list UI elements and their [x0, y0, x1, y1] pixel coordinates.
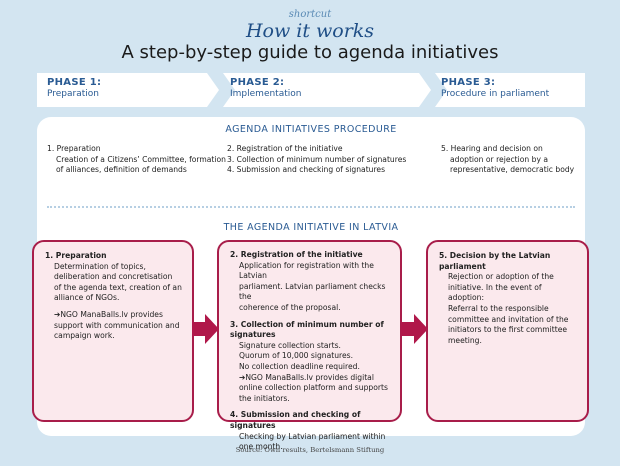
card-2-section-2-title: 3. Collection of minimum number of signa… — [230, 319, 384, 340]
card-1-line: campaign work. — [54, 331, 115, 341]
procedure-col-2-line-3: 4. Submission and checking of signatures — [227, 165, 386, 175]
card-1-line: of the agenda text, creation of an — [54, 282, 182, 292]
procedure-col-3-line-1: 5. Hearing and decision on — [441, 144, 543, 153]
card-3-line: committee and invitation of the — [448, 314, 569, 324]
card-3-line: initiative. In the event of adoption: — [448, 282, 542, 303]
card-2-line: parliament. Latvian parliament checks th… — [239, 281, 386, 302]
dotted-divider — [47, 206, 575, 208]
phase-3-sub: Procedure in parliament — [441, 89, 550, 99]
procedure-col-3-line-3: representative, democratic body — [450, 165, 575, 175]
source-note: Source: Own results, Bertelsmann Stiftun… — [235, 446, 385, 454]
arrow-right-icon — [401, 314, 428, 344]
phase-1: PHASE 1: Preparation — [47, 77, 101, 99]
card-1-line: Determination of topics, — [54, 261, 146, 271]
procedure-col-3-line-2: adoption or rejection by a — [450, 154, 549, 164]
phase-2-chevron — [223, 73, 431, 107]
phase-1-chevron — [37, 73, 219, 107]
phase-bar: PHASE 1: Preparation PHASE 2: Implementa… — [37, 73, 585, 107]
card-1-title: 1. Preparation — [45, 251, 107, 260]
phase-2-sub: Implementation — [230, 89, 302, 99]
card-1-line: support with communication and — [54, 320, 180, 330]
procedure-col-2: 2. Registration of the initiative 3. Col… — [227, 144, 406, 176]
card-3-line: initiators to the first committee — [448, 325, 568, 335]
procedure-heading: AGENDA INITIATIVES PROCEDURE — [225, 124, 397, 135]
card-3-title: 5. Decision by the Latvian parliament — [439, 251, 551, 271]
card-2-line: Quorum of 10,000 signatures. — [239, 351, 354, 361]
card-2-line: No collection deadline required. — [239, 361, 360, 371]
procedure-col-2-line-2: 3. Collection of minimum number of signa… — [227, 154, 407, 164]
card-implementation: 2. Registration of the initiative Applic… — [217, 240, 402, 451]
phase-3: PHASE 3: Procedure in parliament — [441, 77, 549, 99]
phase-1-label: PHASE 1: — [47, 77, 102, 88]
card-2-section-3-title: 4. Submission and checking of signatures — [230, 410, 361, 430]
phase-3-chevron — [435, 73, 585, 107]
card-2-line: Application for registration with the La… — [239, 260, 374, 281]
arrow-right-icon — [192, 314, 219, 344]
phase-2-label: PHASE 2: — [230, 77, 285, 88]
procedure-col-1-line-2: Creation of a Citizens’ Committee, forma… — [56, 154, 226, 164]
card-2-line: Checking by Latvian parliament within — [239, 431, 386, 441]
phase-chevrons — [37, 73, 585, 107]
procedure-col-2-line-1: 2. Registration of the initiative — [227, 144, 343, 153]
phase-1-sub: Preparation — [47, 89, 99, 99]
card-2-line: the initiators. — [239, 393, 290, 403]
card-1-line: ➔NGO ManaBalls.lv provides — [54, 309, 163, 319]
page-title: How it works — [245, 20, 375, 42]
card-3-line: meeting. — [448, 335, 482, 345]
card-1-line: alliance of NGOs. — [54, 293, 120, 303]
card-1-line: deliberation and concretisation — [54, 272, 173, 282]
procedure-col-1-line-1: 1. Preparation — [47, 144, 101, 153]
page-subtitle: A step-by-step guide to agenda initiativ… — [121, 42, 499, 63]
card-3-line: Rejection or adoption of the — [448, 272, 554, 282]
procedure-col-1-line-3: of alliances, definition of demands — [56, 165, 187, 175]
procedure-col-3: 5. Hearing and decision on adoption or r… — [441, 144, 574, 176]
card-2-line: coherence of the proposal. — [239, 302, 341, 312]
card-parliament: 5. Decision by the Latvian parliament Re… — [426, 240, 589, 422]
procedure-col-1: 1. Preparation Creation of a Citizens’ C… — [47, 144, 226, 176]
kicker: shortcut — [288, 9, 332, 20]
latvia-heading: THE AGENDA INITIATIVE IN LATVIA — [223, 222, 399, 233]
card-3-line: Referral to the responsible — [448, 303, 549, 313]
phase-3-label: PHASE 3: — [441, 77, 496, 88]
card-preparation: 1. Preparation Determination of topics, … — [32, 240, 194, 422]
phase-2: PHASE 2: Implementation — [230, 77, 301, 99]
card-2-line: ➔NGO ManaBalls.lv provides digital — [239, 372, 374, 382]
card-2-line: Signature collection starts. — [239, 340, 341, 350]
card-2-section-1-title: 2. Registration of the initiative — [230, 250, 363, 259]
card-2-line: online collection platform and supports — [239, 383, 388, 393]
card-2-line: one month. — [239, 442, 283, 452]
